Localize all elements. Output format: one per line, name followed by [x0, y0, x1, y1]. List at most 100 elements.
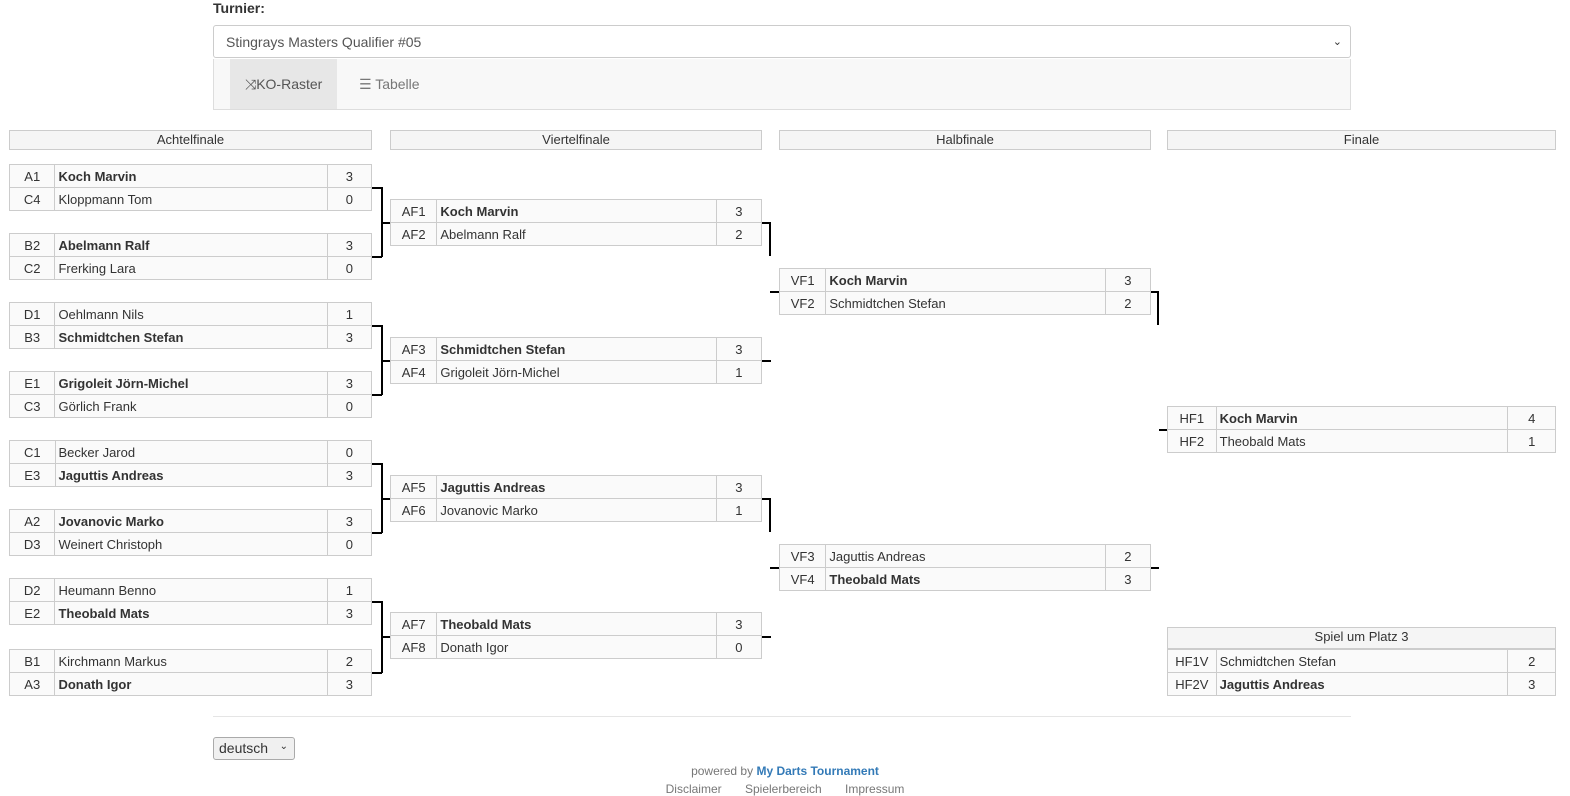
player-name: Jovanovic Marko: [436, 498, 717, 522]
bracket-connector: [770, 291, 779, 293]
bracket-connector: [762, 498, 771, 500]
footer-link-disclaimer[interactable]: Disclaimer: [665, 782, 722, 796]
player-code: E1: [8, 371, 56, 395]
player-name: Theobald Mats: [436, 612, 717, 636]
player-code: AF4: [389, 360, 438, 384]
player-score: 3: [326, 233, 373, 257]
player-name: Schmidtchen Stefan: [54, 325, 328, 349]
footer-link-impressum[interactable]: Impressum: [845, 782, 905, 796]
player-score: 3: [715, 199, 763, 223]
player-score: 2: [1104, 291, 1152, 315]
chevron-down-icon: ⌄: [279, 741, 288, 752]
powered-by: powered by My Darts Tournament: [0, 764, 1570, 778]
player-score: 0: [326, 532, 373, 556]
player-code: HF2V: [1167, 672, 1217, 696]
round-header-viertelfinale: Viertelfinale: [390, 130, 762, 150]
player-name: Kloppmann Tom: [54, 187, 328, 211]
player-score: 3: [1104, 567, 1152, 591]
player-score: 3: [326, 463, 373, 487]
bracket-connector: [372, 601, 382, 603]
player-code: HF1V: [1167, 649, 1217, 673]
tab-ko-raster[interactable]: ⤨KO-Raster: [230, 59, 338, 109]
player-code: E3: [9, 463, 56, 487]
player-name: Jovanovic Marko: [54, 509, 328, 533]
player-code: AF2: [389, 222, 438, 246]
player-name: Abelmann Ralf: [54, 233, 328, 257]
player-name: Theobald Mats: [54, 601, 328, 625]
player-name: Koch Marvin: [54, 164, 328, 188]
player-code: AF6: [389, 498, 438, 522]
player-name: Schmidtchen Stefan: [825, 291, 1106, 315]
player-code: VF4: [778, 567, 827, 591]
player-score: 0: [715, 635, 763, 659]
language-select[interactable]: deutsch ⌄: [213, 737, 295, 760]
player-score: 1: [1507, 429, 1556, 453]
player-score: 3: [326, 672, 373, 696]
player-name: Theobald Mats: [825, 567, 1106, 591]
view-tabs: ⤨KO-Raster ☰ Tabelle: [213, 59, 1351, 110]
player-score: 1: [326, 578, 373, 602]
player-score: 3: [715, 612, 763, 636]
player-score: 3: [326, 164, 373, 188]
brand-link[interactable]: My Darts Tournament: [756, 764, 879, 778]
player-code: B1: [8, 649, 56, 673]
bracket-connector: [382, 360, 390, 362]
player-score: 2: [1104, 544, 1152, 568]
bracket-connector: [372, 325, 382, 327]
footer-link-spielerbereich[interactable]: Spielerbereich: [744, 782, 822, 796]
player-name: Donath Igor: [436, 635, 717, 659]
divider: [213, 716, 1351, 717]
player-name: Abelmann Ralf: [436, 222, 717, 246]
footer-links: Disclaimer Spielerbereich Impressum: [0, 782, 1570, 796]
player-score: 1: [326, 302, 373, 326]
bracket-connector: [769, 222, 771, 256]
round-header-finale: Finale: [1167, 130, 1556, 150]
list-icon: ☰: [359, 76, 376, 92]
player-code: VF1: [778, 268, 827, 292]
player-name: Grigoleit Jörn-Michel: [436, 360, 717, 384]
tournament-select[interactable]: Stingrays Masters Qualifier #05 ⌄: [213, 25, 1351, 58]
tab-tabelle[interactable]: ☰ Tabelle: [344, 59, 435, 109]
tournament-label: Turnier:: [213, 0, 265, 16]
player-score: 3: [326, 601, 373, 625]
player-score: 0: [326, 440, 373, 464]
player-score: 4: [1507, 406, 1556, 430]
player-score: 1: [715, 360, 763, 384]
player-code: D3: [8, 532, 56, 556]
player-score: 2: [715, 222, 763, 246]
player-code: B2: [8, 233, 56, 257]
player-code: B3: [8, 325, 56, 349]
player-code: HF1: [1167, 406, 1217, 430]
player-name: Grigoleit Jörn-Michel: [54, 371, 328, 395]
player-code: AF8: [389, 635, 438, 659]
tab-ko-raster-label: KO-Raster: [256, 76, 323, 92]
bracket-connector: [1157, 291, 1159, 325]
player-name: Frerking Lara: [54, 256, 328, 280]
bracket-connector: [770, 567, 779, 569]
player-name: Weinert Christoph: [54, 532, 328, 556]
player-score: 3: [715, 475, 763, 499]
player-code: A3: [8, 672, 56, 696]
player-code: A2: [8, 509, 56, 533]
